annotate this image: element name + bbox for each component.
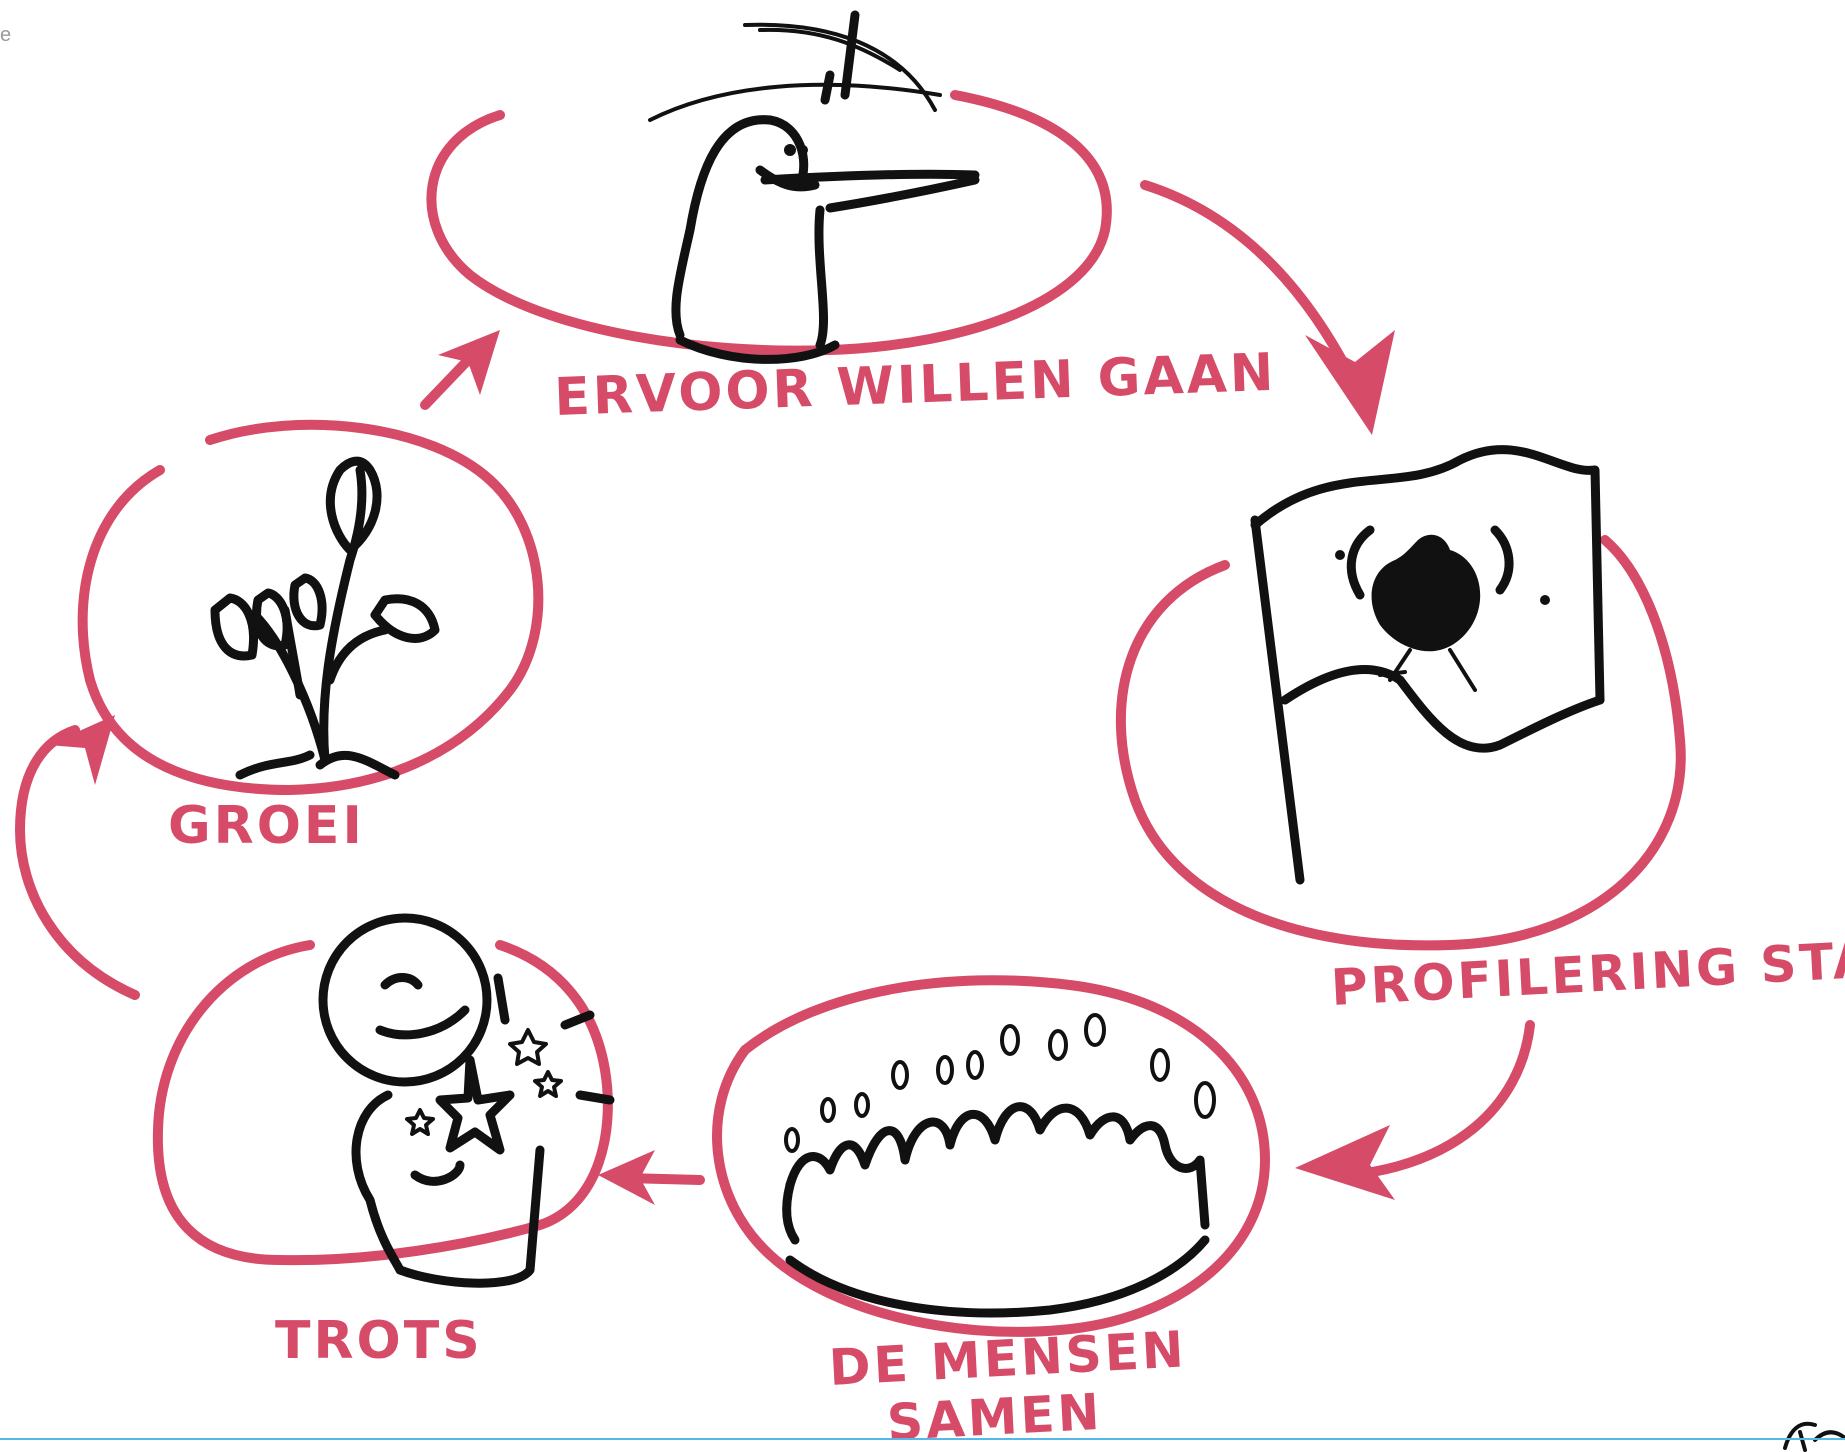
corner-text-fragment: e	[0, 24, 12, 46]
arrow-trots-to-groei	[15, 715, 140, 1000]
stage-profilering-stad: PROFILERING STAD	[1115, 445, 1845, 1017]
stage-label-ervoor-willen-gaan: ERVOOR WILLEN GAAN	[553, 343, 1277, 428]
flag-icon	[1250, 445, 1605, 885]
stage-groei: GROEI	[77, 419, 544, 856]
stage-ellipse-groei	[77, 419, 544, 795]
crowd-icon	[782, 1013, 1216, 1318]
bottom-rule	[0, 1438, 1845, 1440]
stage-de-mensen-samen: DE MENSEN SAMEN	[712, 975, 1270, 1452]
stage-ellipse-de-mensen-samen	[712, 975, 1270, 1337]
arrow-mensen-to-trots	[598, 1150, 705, 1205]
stage-ellipse-trots	[152, 940, 613, 1266]
stage-ellipse-profilering-stad	[1115, 535, 1686, 951]
arrow-profilering-to-mensen	[1295, 1020, 1535, 1200]
stage-ervoor-willen-gaan: ERVOOR WILLEN GAAN	[426, 10, 1277, 428]
stage-trots: TROTS	[152, 913, 615, 1371]
plant-icon	[210, 456, 440, 780]
proud-person-icon	[318, 913, 615, 1288]
signature-icon	[1783, 1421, 1845, 1452]
pointing-person-icon	[648, 10, 980, 364]
arrow-groei-to-ervoor	[420, 330, 500, 410]
stage-label-de-mensen-samen-line1: DE MENSEN	[828, 1320, 1188, 1397]
stage-label-de-mensen-samen-line2: SAMEN	[886, 1383, 1104, 1452]
arrow-ervoor-to-profilering	[1140, 180, 1395, 435]
stage-label-trots: TROTS	[275, 1311, 483, 1371]
stage-label-groei: GROEI	[168, 796, 365, 856]
stage-ellipse-ervoor-willen-gaan	[426, 90, 1112, 356]
